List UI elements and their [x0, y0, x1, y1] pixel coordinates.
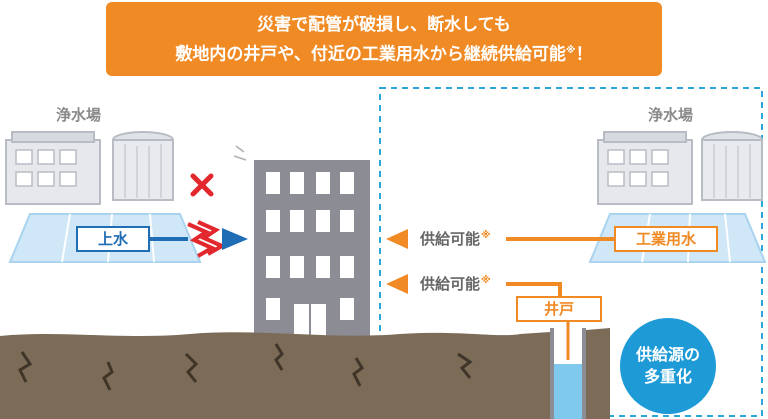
industrial-water-label: 工業用水	[614, 226, 718, 252]
left-plant-label: 浄水場	[56, 106, 102, 124]
supply-arrow-upper	[386, 229, 614, 249]
diversification-badge: 供給源の 多重化	[620, 318, 716, 414]
headline-line1: 災害で配管が破損し、断水しても	[257, 15, 511, 35]
supply-upper-note: ※	[481, 230, 491, 241]
broken-x-icon	[190, 173, 214, 197]
crack-icons	[18, 343, 473, 391]
headline-exclaim: ！	[575, 44, 593, 65]
well-icon	[550, 322, 586, 419]
supply-upper-text: 供給可能	[420, 230, 481, 248]
supply-arrow-lower	[386, 274, 562, 296]
left-plant-icon	[5, 131, 202, 263]
well-label: 井戸	[516, 296, 602, 322]
supply-label-lower: 供給可能※	[420, 273, 491, 294]
badge-line1: 供給源の	[635, 345, 700, 364]
ground	[0, 332, 520, 419]
supply-label-upper: 供給可能※	[420, 228, 491, 249]
right-plant-label: 浄水場	[648, 106, 694, 124]
badge-line2: 多重化	[643, 367, 692, 386]
headline-note-mark: ※	[565, 45, 576, 56]
water-main-pipe	[150, 220, 248, 258]
supply-lower-note: ※	[481, 275, 491, 286]
building-icon	[233, 145, 370, 342]
headline-line2: 敷地内の井戸や、付近の工業用水から継続供給可能※！	[106, 38, 662, 68]
headline-banner: 災害で配管が破損し、断水しても 敷地内の井戸や、付近の工業用水から継続供給可能※…	[106, 2, 662, 76]
headline-line2-text: 敷地内の井戸や、付近の工業用水から継続供給可能	[175, 44, 566, 65]
supply-lower-text: 供給可能	[420, 275, 481, 293]
dashed-frame	[379, 87, 763, 417]
water-main-label: 上水	[76, 226, 150, 252]
